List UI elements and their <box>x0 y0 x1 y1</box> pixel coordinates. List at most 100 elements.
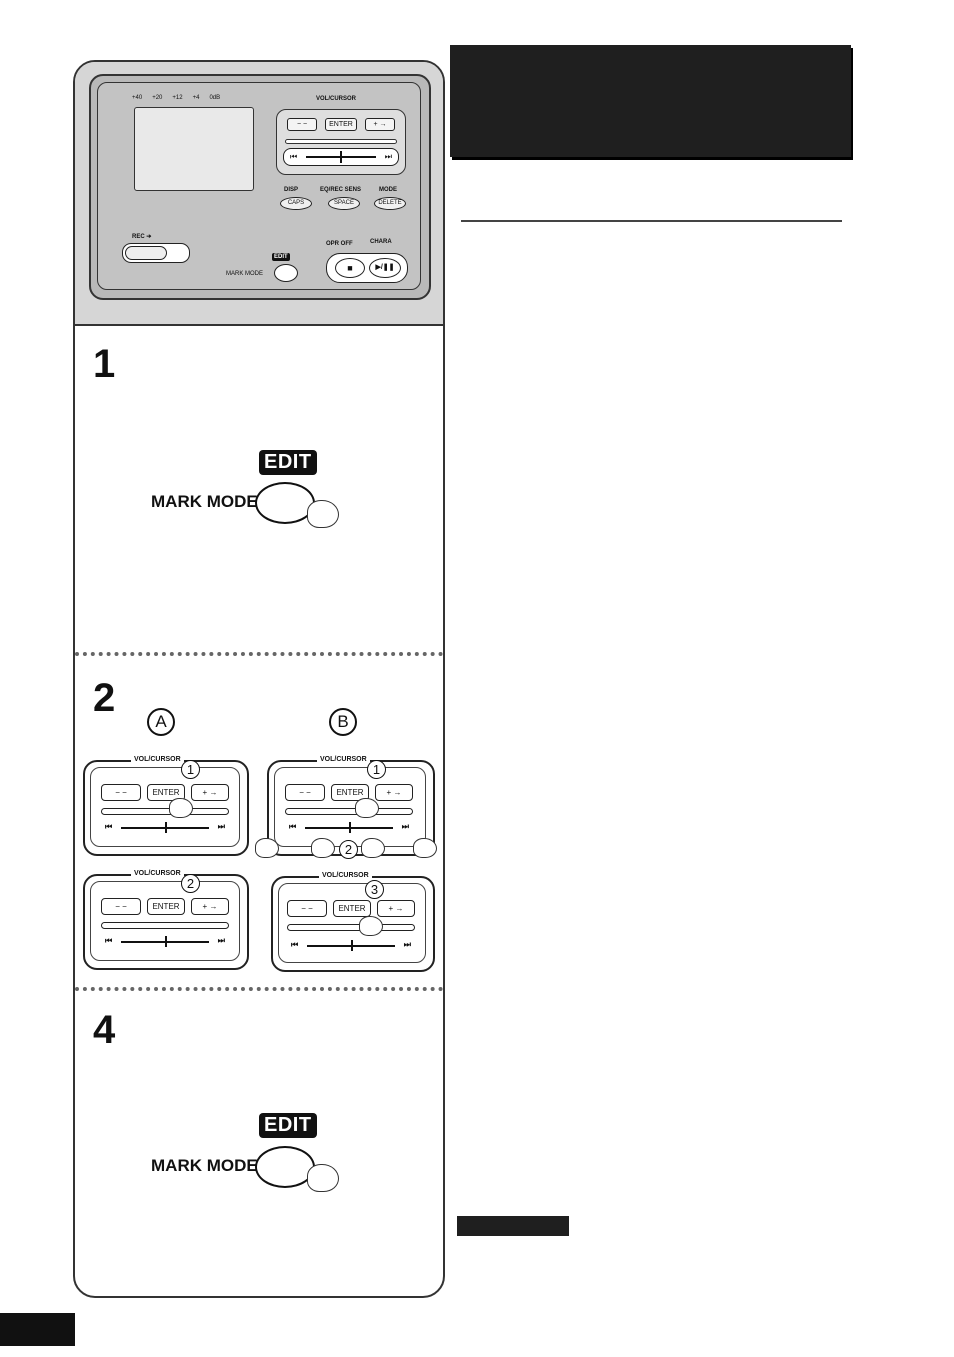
step-marker-2-a: 2 <box>181 874 200 893</box>
mark-mode-label-step4: MARK MODE <box>151 1156 258 1175</box>
plus-button[interactable]: + → <box>365 118 395 131</box>
pressing-hand-icon <box>311 838 335 858</box>
lcd-display <box>134 107 254 191</box>
vol-cursor-panel-b2-inner <box>278 883 426 963</box>
pressing-hand-icon <box>307 500 339 528</box>
skip-forward-icon: ⏭ <box>401 822 409 831</box>
minus-button-a2[interactable]: − − <box>101 898 141 915</box>
vol-cursor-label-a2: VOL/CURSOR <box>131 870 184 877</box>
vol-cursor-small-label: VOL/CURSOR <box>316 96 357 102</box>
plus-button-a2[interactable]: + → <box>191 898 229 915</box>
slider-knob <box>165 936 167 947</box>
option-a-label: A <box>147 708 175 736</box>
edit-badge-step1: EDIT <box>259 450 317 475</box>
plus-button-b2[interactable]: + → <box>377 900 415 917</box>
vol-track-a2 <box>101 922 229 929</box>
eq-rec-sens-label: EQ/REC SENS <box>320 187 362 193</box>
skip-back-icon: ⏮ <box>291 940 299 949</box>
vol-cursor-panel-b2: VOL/CURSOR − − ENTER + → 3 ⏮ ⏭ <box>271 872 435 972</box>
skip-back-icon: ⏮ <box>105 936 113 945</box>
step-marker-1-a: 1 <box>181 760 200 779</box>
device-front: +40 +20 +12 +4 0dB VOL/CURSOR − − ENTER … <box>97 82 421 290</box>
plus-button-b1[interactable]: + → <box>375 784 413 801</box>
vol-track-b2 <box>287 924 415 931</box>
skip-forward-icon: ⏭ <box>384 152 392 161</box>
step-marker-3-b: 3 <box>365 880 384 899</box>
mark-mode-small-button[interactable] <box>274 264 298 282</box>
opr-off-label: OPR OFF <box>326 241 353 247</box>
mark-mode-label-step1: MARK MODE <box>151 492 258 511</box>
vol-track-a1 <box>101 808 229 815</box>
step-divider <box>75 987 443 991</box>
vol-cursor-cluster: − − ENTER + → ⏮ ⏭ <box>276 109 406 175</box>
skip-back-icon: ⏮ <box>105 822 113 831</box>
section-title-box <box>450 45 851 157</box>
device-body: +40 +20 +12 +4 0dB VOL/CURSOR − − ENTER … <box>89 74 431 300</box>
pressing-hand-icon <box>255 838 279 858</box>
plus-button-a1[interactable]: + → <box>191 784 229 801</box>
step-1-number: 1 <box>93 342 116 386</box>
skip-back-icon: ⏮ <box>289 822 297 831</box>
rec-label: REC ➔ <box>132 234 152 240</box>
mark-mode-small-label: MARK MODE <box>226 271 264 277</box>
vol-cursor-panel-a1-inner <box>90 767 240 847</box>
edit-small-badge: EDIT <box>272 253 290 261</box>
slider-knob <box>340 151 342 163</box>
vol-cursor-panel-a1: VOL/CURSOR − − ENTER + → 1 ⏮ ⏭ <box>83 756 249 856</box>
enter-button-b2[interactable]: ENTER <box>333 900 371 917</box>
vol-cursor-label-b1: VOL/CURSOR <box>317 756 370 763</box>
slider-knob <box>349 822 351 833</box>
pressing-hand-icon <box>169 798 193 818</box>
stop-button[interactable]: ■ <box>335 258 365 278</box>
space-button[interactable]: SPACE <box>328 197 360 210</box>
enter-button-a2[interactable]: ENTER <box>147 898 185 915</box>
mark-mode-button-step1[interactable] <box>255 482 315 524</box>
vol-cursor-label-a1: VOL/CURSOR <box>131 756 184 763</box>
minus-button-b2[interactable]: − − <box>287 900 327 917</box>
mark-mode-button-step4[interactable] <box>255 1146 315 1188</box>
pressing-hand-icon <box>355 798 379 818</box>
step-marker-1-b: 1 <box>367 760 386 779</box>
step-marker-2-b: 2 <box>339 840 358 859</box>
vol-cursor-label-b2: VOL/CURSOR <box>319 872 372 879</box>
skip-back-icon: ⏮ <box>290 152 298 161</box>
disp-label: DISP <box>284 187 299 193</box>
step-divider <box>75 652 443 656</box>
delete-button[interactable]: DELETE <box>374 197 406 210</box>
page-number-tab <box>0 1313 75 1346</box>
step-4-number: 4 <box>93 1008 116 1052</box>
enter-button[interactable]: ENTER <box>325 118 357 131</box>
enter-button-b1[interactable]: ENTER <box>331 784 369 801</box>
enter-button-a1[interactable]: ENTER <box>147 784 185 801</box>
slider-knob <box>351 940 353 951</box>
slider-knob <box>165 822 167 833</box>
edit-badge-step4: EDIT <box>259 1113 317 1138</box>
transport-buttons: ■ ▶/❚❚ <box>326 253 408 283</box>
pressing-hand-icon <box>307 1164 339 1192</box>
minus-button[interactable]: − − <box>287 118 317 131</box>
rec-switch[interactable] <box>122 243 190 263</box>
minus-button-b1[interactable]: − − <box>285 784 325 801</box>
minus-button-a1[interactable]: − − <box>101 784 141 801</box>
caps-button[interactable]: CAPS <box>280 197 312 210</box>
vol-cursor-panel-a2-inner <box>90 881 240 961</box>
level-scale: +40 +20 +12 +4 0dB <box>132 95 221 101</box>
skip-forward-icon: ⏭ <box>403 940 411 949</box>
pressing-hand-icon <box>361 838 385 858</box>
skip-forward-icon: ⏭ <box>217 936 225 945</box>
skip-forward-icon: ⏭ <box>217 822 225 831</box>
skip-slider[interactable]: ⏮ ⏭ <box>283 148 399 166</box>
play-pause-button[interactable]: ▶/❚❚ <box>369 258 401 278</box>
step-2-number: 2 <box>93 676 116 720</box>
mode-label: MODE <box>379 187 397 193</box>
vol-cursor-panel-b1: VOL/CURSOR − − ENTER + → 1 ⏮ ⏭ 2 <box>255 756 437 859</box>
instruction-panel: +40 +20 +12 +4 0dB VOL/CURSOR − − ENTER … <box>73 60 445 1298</box>
heading-rule <box>461 220 842 222</box>
pressing-hand-icon <box>359 916 383 936</box>
vol-cursor-panel-b1-inner <box>274 767 426 847</box>
rec-switch-knob <box>125 246 167 260</box>
vol-track-b1 <box>285 808 413 815</box>
vol-cursor-panel-a2: VOL/CURSOR − − ENTER + → 2 ⏮ ⏭ <box>83 870 249 970</box>
chara-label: CHARA <box>370 239 392 245</box>
pressing-hand-icon <box>413 838 437 858</box>
